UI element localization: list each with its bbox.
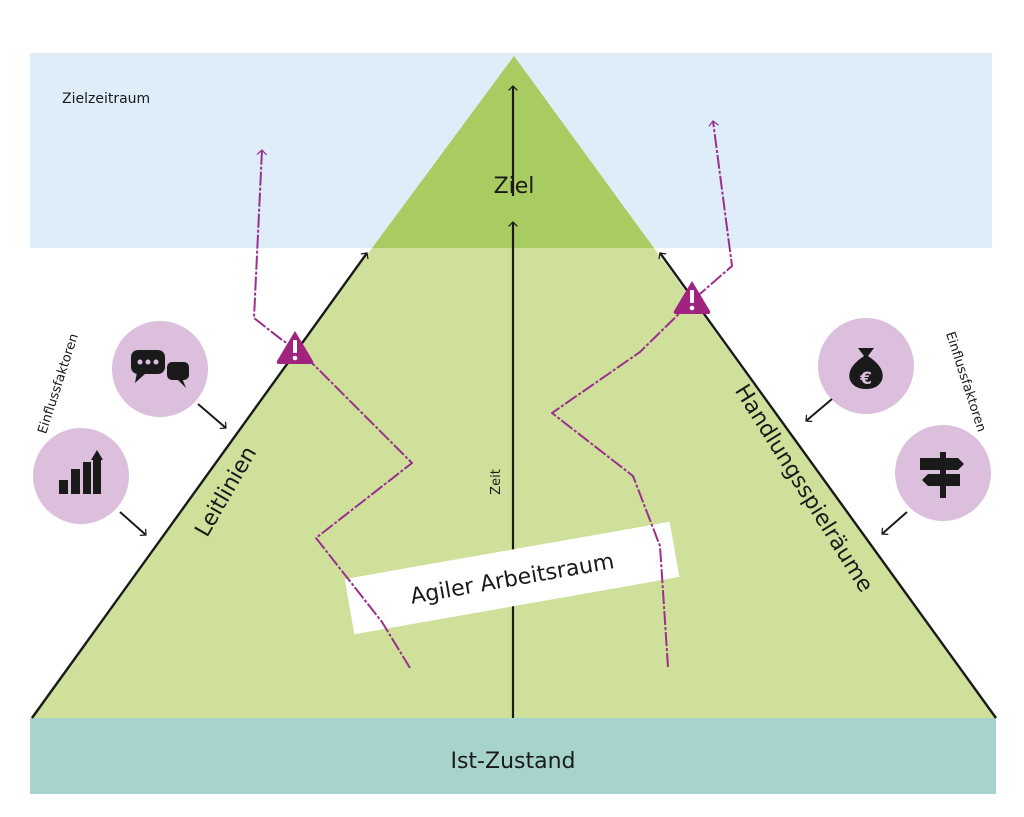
influence-arrow-right-bottom	[881, 511, 908, 536]
influence-factors-right-label: Einflussfaktoren	[942, 330, 989, 434]
warning-icon-left	[276, 331, 314, 364]
influence-factors-left-label: Einflussfaktoren	[35, 332, 82, 436]
target-period-label: Zielzeitraum	[62, 91, 150, 107]
left-deviation-path	[253, 149, 413, 669]
svg-text:€: €	[859, 369, 872, 389]
guidelines-edge-arrow	[31, 252, 369, 719]
goal-label: Ziel	[494, 174, 535, 199]
money-bag-euro-icon: €	[818, 318, 914, 414]
speech-bubbles-icon	[112, 321, 208, 417]
current-state-label: Ist-Zustand	[450, 749, 575, 774]
bar-chart-icon	[33, 428, 129, 524]
scope-edge-arrow	[658, 252, 997, 719]
warning-icon-right	[673, 281, 711, 314]
right-deviation-path	[551, 120, 733, 668]
time-label: Zeit	[489, 469, 504, 495]
influence-arrow-left-bottom	[119, 511, 147, 536]
influence-arrow-right-top	[805, 398, 833, 423]
signpost-icon	[895, 425, 991, 521]
influence-arrow-left-top	[197, 403, 227, 430]
current-state-band	[30, 718, 996, 794]
